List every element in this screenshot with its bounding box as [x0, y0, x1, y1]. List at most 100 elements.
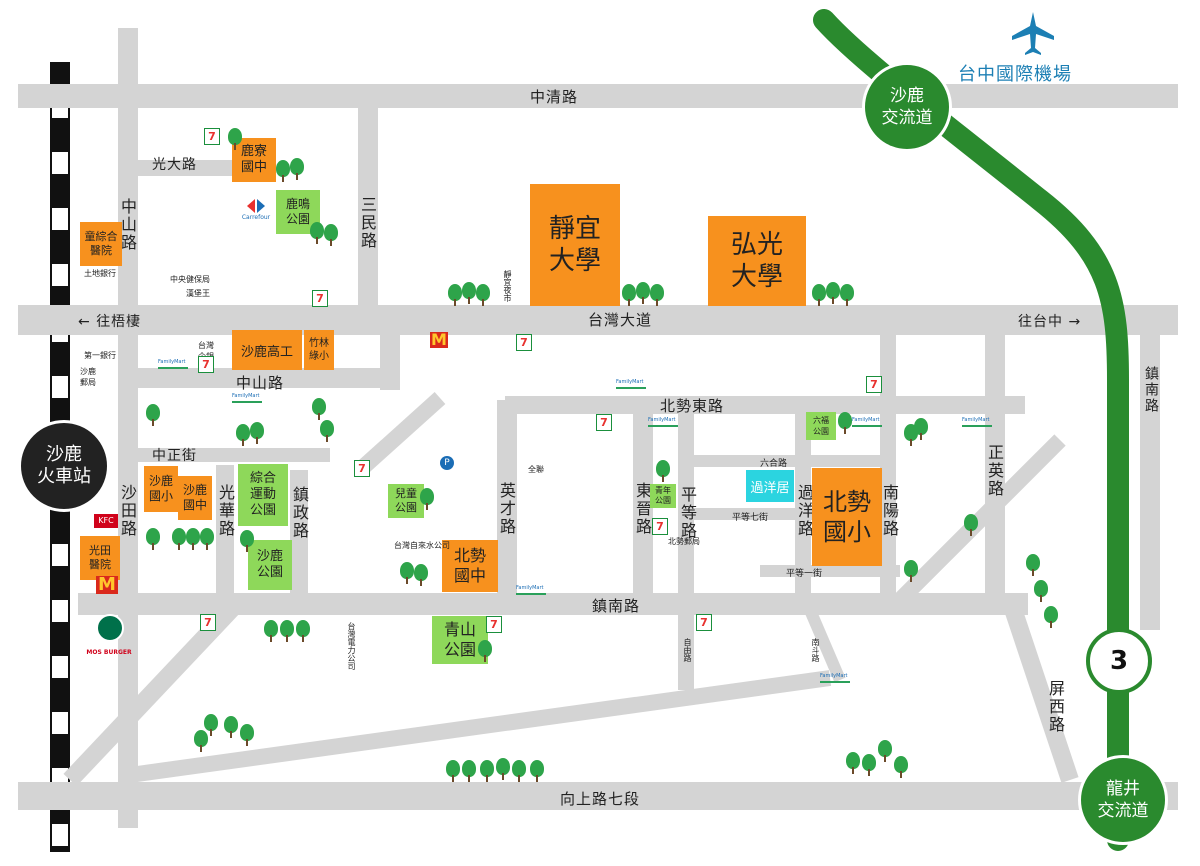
- seven-eleven-icon: 7: [516, 334, 532, 351]
- familymart-icon: FamilyMart: [648, 416, 678, 427]
- label-zhongqing: 中清路: [530, 88, 579, 106]
- tree-icon: [276, 160, 290, 182]
- tree-icon: [324, 224, 338, 246]
- road-zhennan-v: [1140, 330, 1160, 630]
- label-zhennan-h: 鎮南路: [592, 597, 641, 615]
- tree-icon: [878, 740, 892, 762]
- label-guoyang: 過洋路: [795, 484, 814, 538]
- children-hospital: 童綜合 醫院: [80, 222, 122, 266]
- tree-icon: [250, 422, 264, 444]
- road-liuhe: [690, 455, 890, 467]
- label-taiwan-blvd: 台灣大道: [588, 311, 653, 329]
- seven-eleven-icon: 7: [486, 616, 502, 633]
- tree-icon: [478, 640, 492, 662]
- kfc-logo: KFC: [94, 514, 118, 528]
- tree-icon: [476, 284, 490, 306]
- tree-icon: [964, 514, 978, 536]
- carrefour-text: Carrefour: [241, 213, 271, 221]
- shalu-interchange: 沙鹿 交流道: [862, 62, 952, 152]
- label-zhengying: 正英路: [985, 444, 1004, 498]
- parking-icon: P: [440, 456, 454, 470]
- tree-icon: [496, 758, 510, 780]
- road-guoyang: [795, 410, 811, 600]
- label-dongguan: 東晉路: [633, 482, 652, 536]
- label-zhenzheng: 鎮政路: [290, 486, 309, 540]
- label-ziyou: 自由路: [683, 638, 692, 662]
- children-park: 兒童 公園: [388, 484, 424, 518]
- label-nhi: 中央健保局: [170, 275, 210, 284]
- road-zhongzheng: [120, 448, 330, 462]
- tree-icon: [1044, 606, 1058, 628]
- seven-eleven-icon: 7: [198, 356, 214, 373]
- label-sanmin: 三民路: [358, 196, 377, 250]
- tree-icon: [224, 716, 238, 738]
- tree-icon: [904, 560, 918, 582]
- familymart-icon: FamilyMart: [820, 672, 850, 683]
- road-pingxi-diag: [1001, 597, 1079, 783]
- tree-icon: [264, 620, 278, 642]
- seven-eleven-icon: 7: [354, 460, 370, 477]
- label-pingxi: 屏西路: [1046, 680, 1065, 734]
- tree-icon: [310, 222, 324, 244]
- tree-icon: [236, 424, 250, 446]
- label-guangda: 光大路: [152, 157, 197, 173]
- freeway-no3: [813, 9, 1129, 851]
- label-zhongshan-upper: 中山路: [118, 198, 137, 252]
- freeway-shield-3: 3: [1086, 628, 1152, 694]
- tree-icon: [1026, 554, 1040, 576]
- tree-icon: [462, 760, 476, 782]
- mos-burger-logo: MOS BURGER: [86, 649, 132, 656]
- tree-icon: [420, 488, 434, 510]
- tree-icon: [186, 528, 200, 550]
- tree-icon: [448, 284, 462, 306]
- shalu-vocational: 沙鹿高工: [232, 330, 302, 370]
- label-nanyang: 南陽路: [880, 484, 899, 538]
- hungkuang-university: 弘光 大學: [708, 216, 806, 306]
- tree-icon: [296, 620, 310, 642]
- road-zhengying: [985, 330, 1005, 600]
- tree-icon: [240, 724, 254, 746]
- familymart-icon: FamilyMart: [962, 416, 992, 427]
- seven-eleven-icon: 7: [200, 614, 216, 631]
- label-to-taichung: 往台中 →: [1018, 314, 1082, 330]
- tree-icon: [400, 562, 414, 584]
- tree-icon: [838, 412, 852, 434]
- airport-label: 台中國際機場: [958, 64, 1072, 85]
- tree-icon: [228, 128, 242, 150]
- shalu-station: 沙鹿 火車站: [18, 420, 110, 512]
- tree-icon: [194, 730, 208, 752]
- carrefour-logo: Carrefour: [236, 190, 276, 228]
- youth-park: 青年 公園: [650, 484, 676, 508]
- road-diagonal-low: [128, 670, 832, 783]
- label-pingdeng: 平等路: [678, 486, 697, 540]
- shalu-elementary: 沙鹿 國小: [144, 466, 178, 512]
- tree-icon: [480, 760, 494, 782]
- road-zhennan-h: [78, 593, 1028, 615]
- label-land-bank: 土地銀行: [84, 269, 116, 278]
- tree-icon: [840, 284, 854, 306]
- road-guanghua: [216, 465, 234, 600]
- tree-icon: [650, 284, 664, 306]
- label-yingcai: 英才路: [497, 482, 516, 536]
- label-zhongshan-lower: 中山路: [236, 374, 285, 392]
- road-taiwan-blvd: [18, 305, 1178, 335]
- road-sanmin: [358, 100, 378, 310]
- tree-icon: [146, 528, 160, 550]
- label-xiangshang: 向上路七段: [560, 790, 641, 808]
- seven-eleven-icon: 7: [652, 518, 668, 535]
- label-pingdeng7: 平等七街: [732, 513, 769, 523]
- tree-icon: [146, 404, 160, 426]
- road-pingdeng7: [690, 508, 820, 520]
- tree-icon: [1034, 580, 1048, 602]
- tree-icon: [172, 528, 186, 550]
- tree-icon: [240, 530, 254, 552]
- carrefour-icon: [247, 198, 265, 213]
- label-to-wuqi: ← 往梧棲: [78, 314, 142, 330]
- shalu-junior-high: 沙鹿 國中: [178, 476, 212, 520]
- tree-icon: [512, 760, 526, 782]
- tree-icon: [414, 564, 428, 586]
- label-hanbao: 漢堡王: [186, 289, 210, 298]
- tree-icon: [812, 284, 826, 306]
- label-zhongzheng: 中正街: [152, 448, 197, 464]
- starbucks-icon: [96, 614, 124, 642]
